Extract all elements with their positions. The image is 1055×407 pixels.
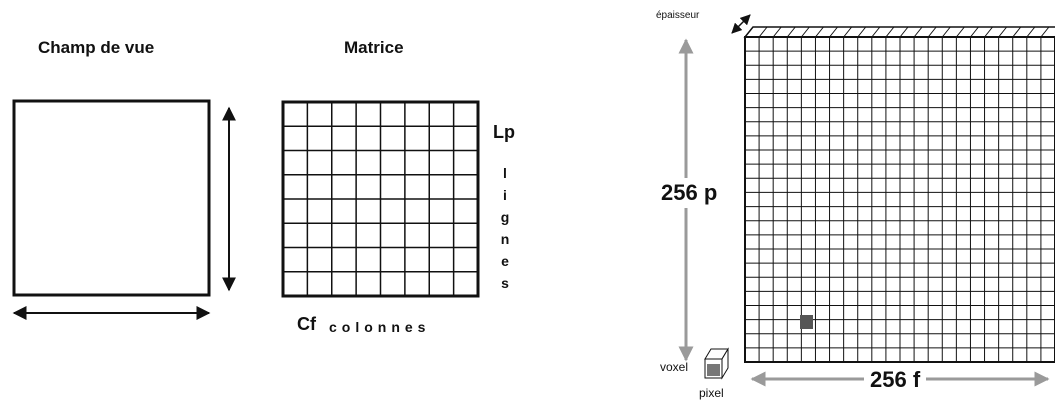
matrix-rows-label: Lp: [493, 122, 515, 142]
matrix-title: Matrice: [344, 38, 404, 57]
rows-word-letter: i: [503, 187, 507, 203]
voxel-cube: [704, 347, 729, 380]
volume-top-line: [970, 26, 979, 38]
volume-top-line: [998, 26, 1008, 38]
field-of-view-title: Champ de vue: [38, 38, 155, 57]
volume-top-line: [927, 26, 937, 38]
matrix-grid: [281, 100, 480, 298]
rows-word-letter: g: [500, 209, 510, 225]
volume-cols-label: 256 f: [864, 367, 927, 393]
matrix-cols-word: colonnes: [329, 319, 431, 335]
field-of-view-square: [12, 99, 211, 297]
volume-top-line: [984, 26, 993, 38]
volume-top-line: [955, 26, 965, 38]
voxel-label: voxel: [660, 360, 689, 374]
volume-top-line: [871, 26, 881, 38]
rows-word-letter: e: [501, 253, 509, 269]
volume-top-line: [829, 26, 838, 38]
pixel-label: pixel: [699, 386, 724, 400]
volume-grid: [744, 36, 1055, 363]
volume-top-line: [786, 26, 796, 38]
volume-top-line: [843, 26, 853, 38]
volume-top-line: [1040, 26, 1050, 38]
rows-word-letter: s: [501, 275, 509, 291]
thickness-label: épaisseur: [656, 10, 700, 21]
highlighted-pixel: [800, 315, 813, 329]
volume-top-line: [815, 26, 824, 38]
thickness-arrow: [731, 14, 751, 34]
volume-top-face: [743, 26, 1055, 38]
volume-top-line: [758, 26, 768, 38]
volume-top-line: [1012, 26, 1022, 38]
volume-top-line: [857, 26, 867, 38]
volume-top-line: [1026, 26, 1036, 38]
rows-word-letter: n: [500, 231, 510, 247]
volume-rows-label: 256 p: [657, 178, 722, 208]
volume-top-line: [800, 26, 810, 38]
volume-top-line: [899, 26, 909, 38]
volume-top-line: [941, 26, 951, 38]
volume-top-line: [913, 26, 923, 38]
matrix-rows-word: l i g n e s: [497, 162, 513, 294]
matrix-cols-label: Cf: [297, 314, 316, 334]
rows-word-letter: l: [503, 165, 507, 181]
volume-top-line: [772, 26, 782, 38]
volume-top-line: [885, 26, 895, 38]
